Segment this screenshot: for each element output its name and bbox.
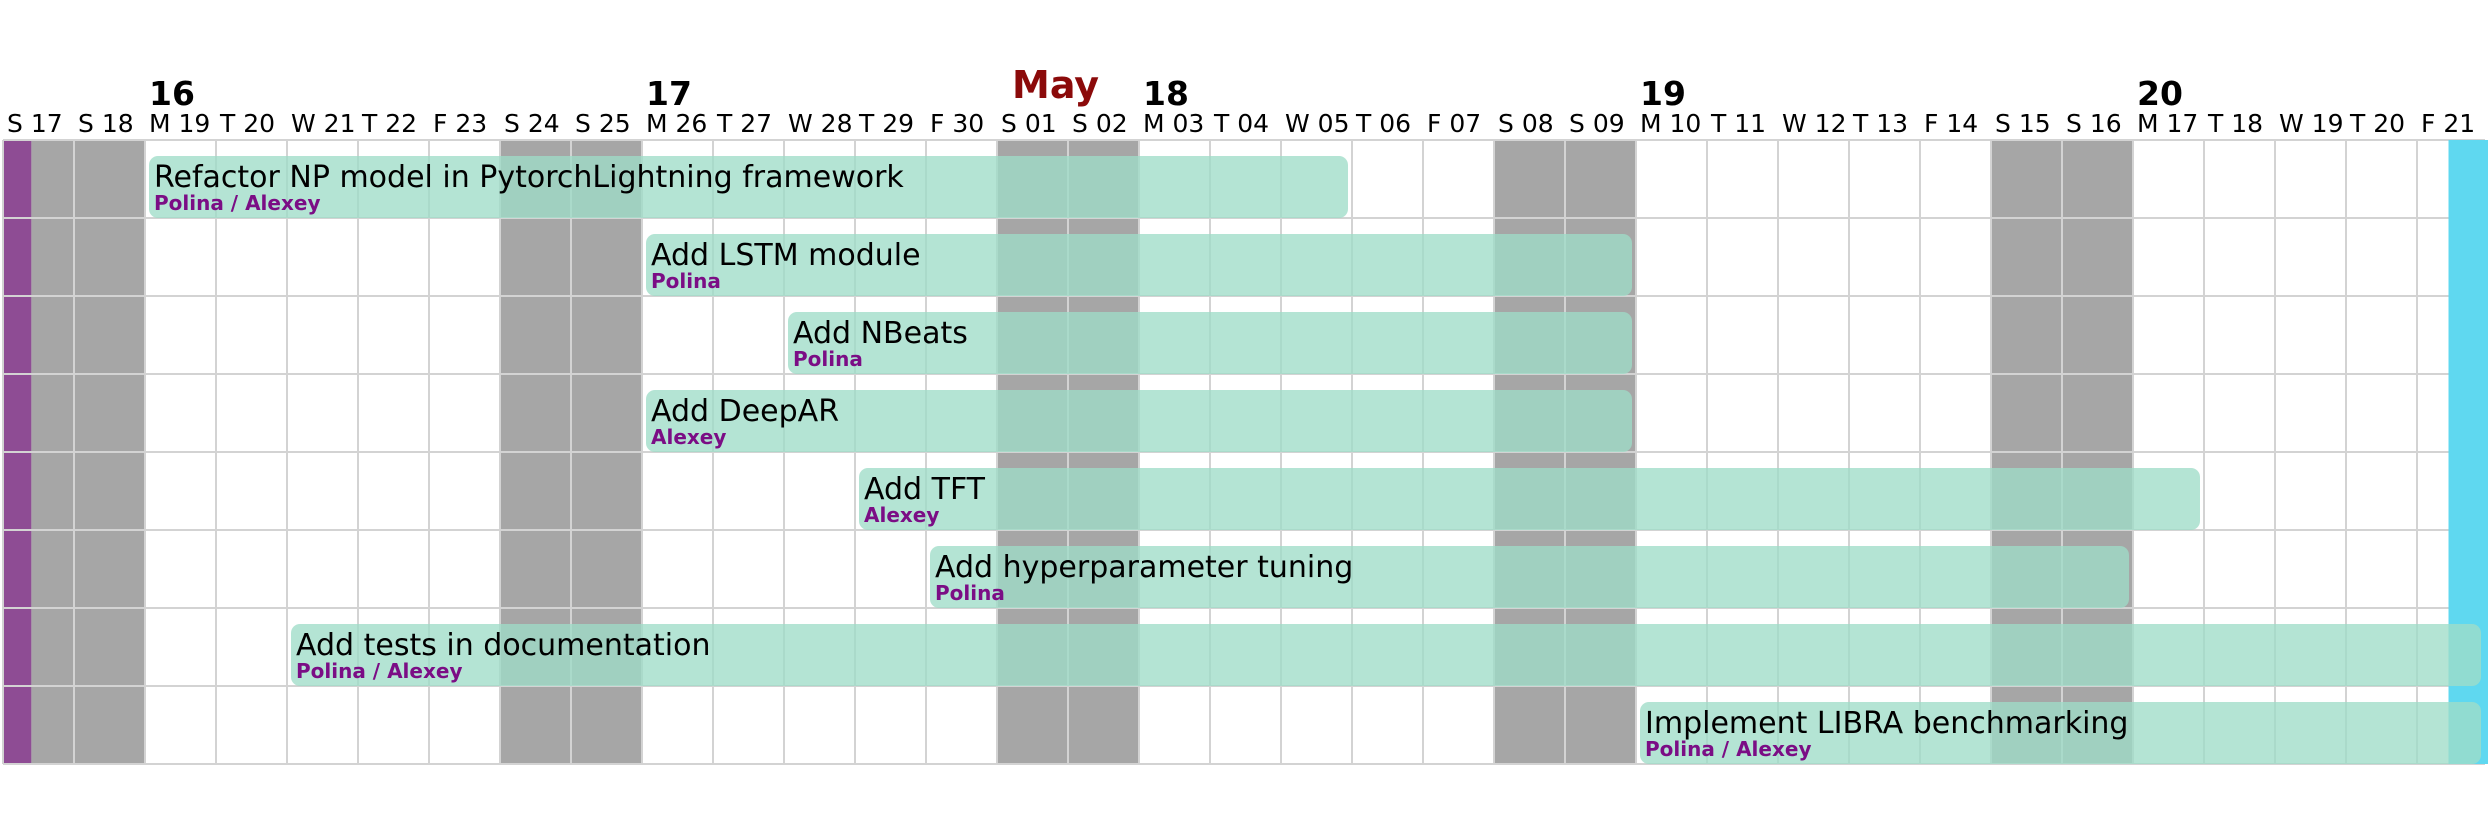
day-tick-label: F 21 <box>2421 109 2475 138</box>
day-tick-label: M 10 <box>1640 109 1701 138</box>
day-tick-label: F 23 <box>433 109 487 138</box>
task-owner: Alexey <box>651 425 726 449</box>
day-tick-label: M 26 <box>646 109 707 138</box>
month-label: May <box>1012 63 1099 107</box>
week-label: 20 <box>2137 74 2183 113</box>
task-name: Refactor NP model in PytorchLightning fr… <box>154 160 904 195</box>
day-tick-label: W 19 <box>2279 109 2343 138</box>
task-bar <box>646 390 1632 452</box>
task-bar <box>646 234 1632 296</box>
task-name: Add LSTM module <box>651 238 921 273</box>
task-name: Add TFT <box>864 472 986 507</box>
task-name: Implement LIBRA benchmarking <box>1645 706 2128 741</box>
day-tick-label: S 09 <box>1569 109 1625 138</box>
task-name: Add tests in documentation <box>296 628 711 663</box>
task-name: Add DeepAR <box>651 394 839 429</box>
task-owner: Polina <box>793 347 863 371</box>
day-tick-label: T 29 <box>858 109 914 138</box>
day-tick-label: M 19 <box>149 109 210 138</box>
week-label: 19 <box>1640 74 1686 113</box>
day-tick-label: F 30 <box>930 109 984 138</box>
day-tick-label: M 17 <box>2137 109 2198 138</box>
day-tick-label: M 03 <box>1143 109 1204 138</box>
day-tick-label: S 02 <box>1072 109 1128 138</box>
day-tick-label: S 24 <box>504 109 560 138</box>
task-owner: Alexey <box>864 503 939 527</box>
week-label: 17 <box>646 74 692 113</box>
day-tick-label: W 21 <box>291 109 355 138</box>
task-bar <box>149 156 1348 218</box>
day-tick-label: T 04 <box>1213 109 1269 138</box>
day-tick-label: S 18 <box>78 109 134 138</box>
day-tick-label: W 12 <box>1782 109 1846 138</box>
day-tick-label: S 15 <box>1995 109 2051 138</box>
task-bar <box>930 546 2129 608</box>
day-tick-label: T 18 <box>2207 109 2263 138</box>
day-tick-label: T 13 <box>1852 109 1908 138</box>
day-tick-label: T 27 <box>716 109 772 138</box>
task-bars: Refactor NP model in PytorchLightning fr… <box>149 156 2481 764</box>
day-tick-label: S 01 <box>1001 109 1057 138</box>
task-bar <box>859 468 2200 530</box>
day-tick-label: S 25 <box>575 109 631 138</box>
day-tick-label: T 06 <box>1355 109 1411 138</box>
task-name: Add hyperparameter tuning <box>935 550 1353 585</box>
task-owner: Polina / Alexey <box>296 659 462 683</box>
task-owner: Polina <box>935 581 1005 605</box>
task-name: Add NBeats <box>793 316 968 351</box>
task-bar <box>788 312 1632 374</box>
day-tick-label: S 08 <box>1498 109 1554 138</box>
day-tick-label: T 22 <box>361 109 417 138</box>
day-tick-label: T 11 <box>1710 109 1766 138</box>
day-tick-label: F 14 <box>1924 109 1978 138</box>
day-tick-label: T 20 <box>2349 109 2405 138</box>
task-owner: Polina / Alexey <box>154 191 320 215</box>
task-bar <box>1640 702 2481 764</box>
day-tick-label: F 07 <box>1427 109 1481 138</box>
week-label: 16 <box>149 74 195 113</box>
task-bar <box>291 624 2481 686</box>
day-tick-label: W 05 <box>1285 109 1349 138</box>
day-tick-label: T 20 <box>219 109 275 138</box>
week-label: 18 <box>1143 74 1189 113</box>
task-owner: Polina <box>651 269 721 293</box>
day-tick-label: W 28 <box>788 109 852 138</box>
day-tick-label: S 16 <box>2066 109 2122 138</box>
day-tick-label: S 17 <box>7 109 63 138</box>
task-owner: Polina / Alexey <box>1645 737 1811 761</box>
